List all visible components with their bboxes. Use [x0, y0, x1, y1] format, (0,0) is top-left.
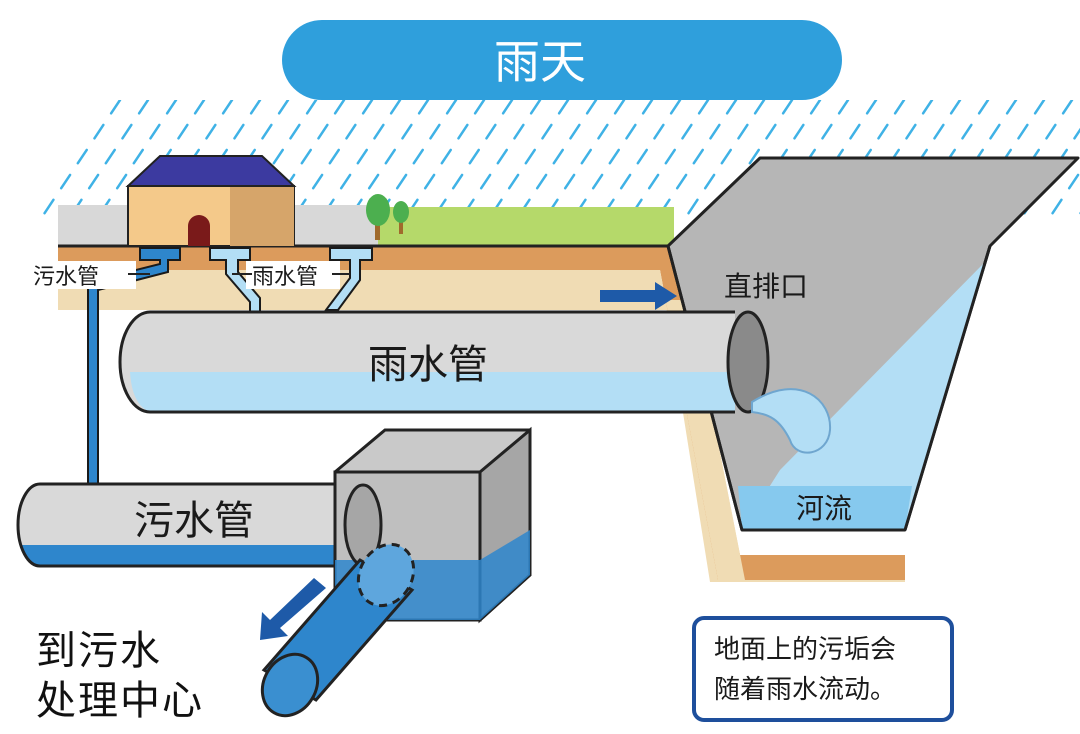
arrow-to-treatment	[260, 578, 326, 640]
rain-streak	[598, 100, 682, 220]
rain-streak	[430, 100, 514, 220]
flow-arrows	[260, 282, 677, 640]
label-sewage-pipe-small: 污水管	[33, 265, 99, 290]
labels: 污水管 雨水管 直排口 雨水管 污水管 河流	[30, 261, 852, 544]
label-rain-pipe-small: 雨水管	[252, 265, 318, 290]
destination-line-2: 处理中心	[36, 678, 204, 724]
label-rain-pipe-main: 雨水管	[368, 342, 488, 388]
river-channel	[666, 156, 1080, 532]
rain-streak	[654, 100, 738, 220]
rain-streak	[682, 100, 766, 220]
destination-label: 到污水 处理中心	[36, 626, 204, 726]
rain-streak	[1046, 169, 1080, 220]
rain-streak	[542, 100, 626, 220]
rain-streak	[318, 100, 402, 220]
house	[125, 155, 297, 247]
destination-line-1: 到污水	[36, 628, 162, 674]
rain-streak	[570, 100, 654, 220]
rain-streak	[374, 100, 458, 220]
title-banner	[282, 20, 842, 100]
rain-streak	[290, 100, 374, 220]
rain-streak	[346, 100, 430, 220]
label-sewage-pipe-main: 污水管	[134, 498, 254, 544]
trees	[366, 194, 409, 240]
sewer-outlet-pipe	[260, 542, 416, 718]
rain-streak	[94, 100, 178, 220]
label-river: 河流	[796, 492, 852, 525]
label-outfall: 直排口	[724, 270, 808, 303]
arrow-to-outfall	[600, 282, 677, 310]
rain-streak	[38, 100, 122, 220]
sewage-main-pipe	[16, 482, 350, 568]
rain-streak	[514, 100, 598, 220]
rainwater-main-pipe	[118, 310, 832, 454]
rain-streak	[626, 100, 710, 220]
rain-streak	[458, 100, 542, 220]
note-line-2: 随着雨水流动。	[714, 675, 897, 705]
note-box: 地面上的污垢会 随着雨水流动。	[692, 616, 954, 722]
page-title: 雨天	[494, 35, 586, 89]
note-line-1: 地面上的污垢会	[714, 635, 897, 665]
rain-streak	[402, 100, 486, 220]
rain-streak	[66, 100, 150, 220]
rain-streak	[486, 100, 570, 220]
